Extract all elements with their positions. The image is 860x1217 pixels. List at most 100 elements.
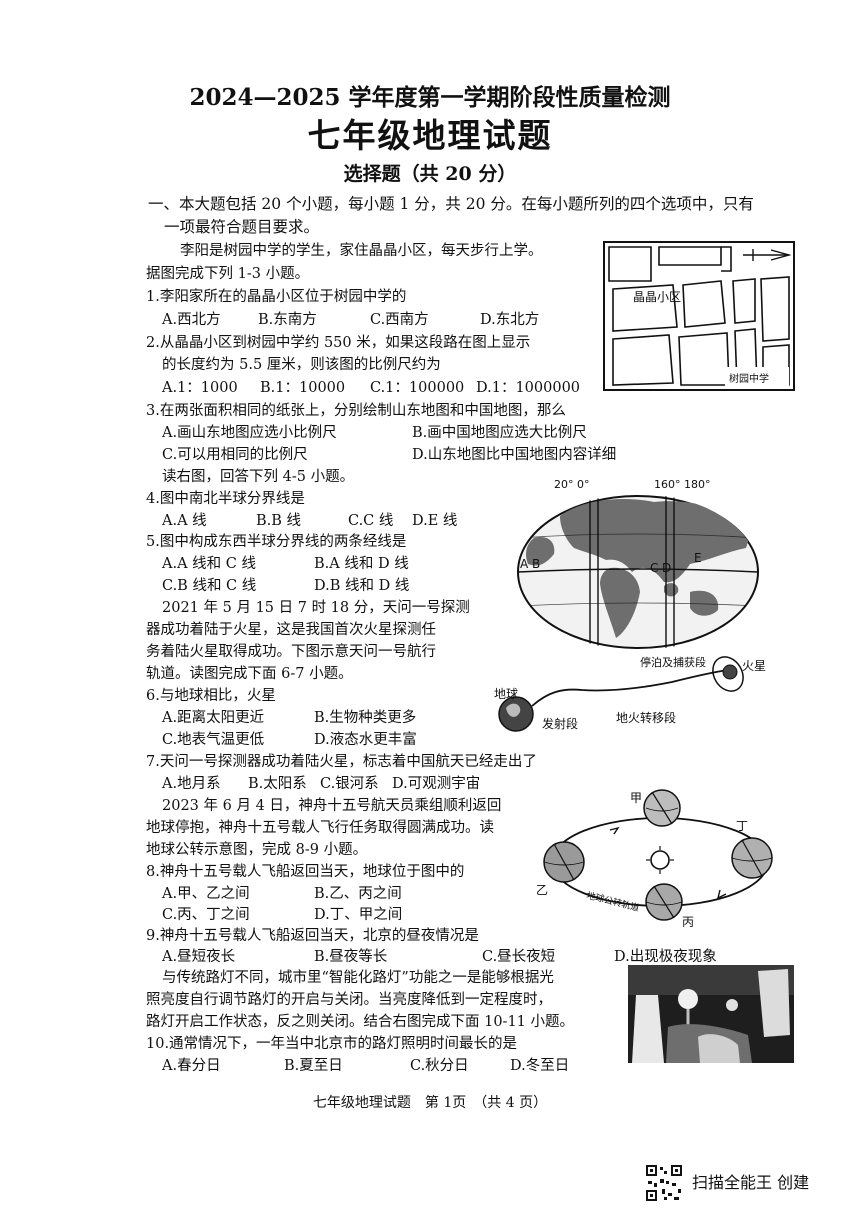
question-3-option-b[interactable]: B.画中国地图应选大比例尺 bbox=[412, 425, 587, 441]
label-parking-phase: 停泊及捕获段 bbox=[640, 655, 706, 669]
label-bing: 丙 bbox=[682, 915, 694, 928]
question-4-option-d[interactable]: D.E 线 bbox=[412, 513, 458, 529]
question-5-option-b[interactable]: B.A 线和 D 线 bbox=[314, 556, 409, 572]
exam-title: 2024—2025 学年度第一学期阶段性质量检测 bbox=[189, 84, 671, 111]
question-2-stem-line1: 2.从晶晶小区到树园中学约 550 米，如果这段路在图上显示 bbox=[146, 335, 531, 351]
question-3-option-d[interactable]: D.山东地图比中国地图内容详细 bbox=[412, 447, 617, 463]
question-7-option-d[interactable]: D.可观测宇宙 bbox=[392, 776, 481, 792]
qr-code-icon bbox=[644, 1163, 684, 1203]
question-2-option-d[interactable]: D.1：1000000 bbox=[476, 380, 581, 396]
line-e-equator bbox=[518, 568, 758, 573]
question-10-option-c[interactable]: C.秋分日 bbox=[410, 1058, 469, 1074]
passage-1-line2: 据图完成下列 1-3 小题。 bbox=[146, 266, 310, 282]
passage-1-line1: 李阳是树园中学的学生，家住晶晶小区，每天步行上学。 bbox=[180, 243, 543, 259]
passage-3-line3: 务着陆火星取得成功。下图示意天问一号航行 bbox=[146, 644, 436, 660]
question-8-option-d[interactable]: D.丁、甲之间 bbox=[314, 907, 403, 923]
question-5-option-d[interactable]: D.B 线和 D 线 bbox=[314, 578, 410, 594]
globe-figure: 20° 0° 160° 180° A B C D E bbox=[517, 478, 759, 650]
question-9-option-c[interactable]: C.昼长夜短 bbox=[482, 949, 556, 965]
question-2-option-a[interactable]: A.1：1000 bbox=[162, 380, 238, 396]
label-ding: 丁 bbox=[736, 819, 748, 833]
question-1-option-d[interactable]: D.东北方 bbox=[480, 312, 540, 328]
question-7-option-b[interactable]: B.太阳系 bbox=[248, 776, 307, 792]
map-label-school: 树园中学 bbox=[729, 372, 769, 385]
label-orbit: 地球公转轨道 bbox=[585, 889, 640, 914]
question-7-option-c[interactable]: C.银河系 bbox=[320, 776, 379, 792]
question-9-option-b[interactable]: B.昼夜等长 bbox=[314, 949, 388, 965]
question-8-option-a[interactable]: A.甲、乙之间 bbox=[162, 886, 250, 902]
question-9-option-d[interactable]: D.出现极夜现象 bbox=[614, 949, 717, 965]
question-3-option-c[interactable]: C.可以用相同的比例尺 bbox=[162, 447, 308, 463]
question-4-stem: 4.图中南北半球分界线是 bbox=[146, 491, 305, 507]
label-yi: 乙 bbox=[536, 883, 548, 897]
question-2-option-c[interactable]: C.1：100000 bbox=[370, 380, 465, 396]
question-7-stem: 7.天问一号探测器成功着陆火星，标志着中国航天已经走出了 bbox=[146, 754, 537, 770]
earth-position-bing bbox=[645, 883, 683, 921]
question-4-option-c[interactable]: C.C 线 bbox=[348, 513, 394, 529]
instructions-line2: 一项最符合题目要求。 bbox=[164, 218, 320, 236]
question-8-option-b[interactable]: B.乙、丙之间 bbox=[314, 886, 402, 902]
earth-position-yi bbox=[543, 841, 585, 883]
question-1-option-b[interactable]: B.东南方 bbox=[258, 312, 317, 328]
label-transfer-phase: 地火转移段 bbox=[616, 710, 676, 725]
instructions-line1: 一、本大题包括 20 个小题，每小题 1 分，共 20 分。在每小题所列的四个选… bbox=[148, 195, 754, 213]
passage-3-line1: 2021 年 5 月 15 日 7 时 18 分，天问一号探测 bbox=[162, 600, 470, 616]
question-5-option-a[interactable]: A.A 线和 C 线 bbox=[162, 556, 256, 572]
question-1-option-c[interactable]: C.西南方 bbox=[370, 312, 429, 328]
passage-5-line3: 路灯开启工作状态，反之则关闭。结合右图完成下面 10-11 小题。 bbox=[146, 1014, 575, 1030]
earth-position-jia bbox=[643, 789, 681, 827]
passage-5-line1: 与传统路灯不同，城市里“智能化路灯”功能之一是能够根据光 bbox=[162, 970, 554, 986]
north-arrow-icon bbox=[743, 249, 792, 261]
question-6-option-b[interactable]: B.生物种类更多 bbox=[314, 710, 417, 726]
street-map-figure: 晶晶小区 树园中学 bbox=[603, 241, 795, 391]
mars-trajectory-figure: 地球 发射段 地火转移段 停泊及捕获段 火星 bbox=[494, 655, 766, 732]
label-mars: 火星 bbox=[742, 659, 766, 673]
question-6-stem: 6.与地球相比，火星 bbox=[146, 688, 276, 704]
question-5-option-c[interactable]: C.B 线和 C 线 bbox=[162, 578, 257, 594]
question-8-option-c[interactable]: C.丙、丁之间 bbox=[162, 907, 250, 923]
line-label-d: D bbox=[662, 561, 671, 575]
sun-icon bbox=[646, 846, 674, 874]
map-label-district: 晶晶小区 bbox=[633, 290, 681, 304]
question-4-option-a[interactable]: A.A 线 bbox=[162, 513, 207, 529]
question-3-option-a[interactable]: A.画山东地图应选小比例尺 bbox=[162, 425, 337, 441]
earth-position-ding bbox=[731, 837, 773, 879]
line-label-a: A bbox=[520, 557, 529, 571]
question-10-option-a[interactable]: A.春分日 bbox=[162, 1058, 221, 1074]
question-6-option-c[interactable]: C.地表气温更低 bbox=[162, 732, 265, 748]
earth-revolution-figure: 甲 乙 丙 丁 地球公转轨道 bbox=[536, 789, 773, 928]
section-title: 选择题（共 20 分） bbox=[343, 163, 517, 185]
longitude-label-160e-180: 160° 180° bbox=[654, 478, 711, 491]
question-9-option-a[interactable]: A.昼短夜长 bbox=[162, 949, 236, 965]
question-3-stem: 3.在两张面积相同的纸张上，分别绘制山东地图和中国地图，那么 bbox=[146, 403, 566, 419]
passage-2-line1: 读右图，回答下列 4-5 小题。 bbox=[162, 469, 355, 485]
question-1-option-a[interactable]: A.西北方 bbox=[162, 312, 221, 328]
question-10-option-b[interactable]: B.夏至日 bbox=[284, 1058, 343, 1074]
longitude-label-20w-0: 20° 0° bbox=[554, 478, 590, 491]
line-label-e: E bbox=[694, 551, 702, 565]
passage-4-line3: 地球公转示意图，完成 8-9 小题。 bbox=[146, 842, 368, 858]
line-label-b: B bbox=[532, 557, 540, 571]
label-earth: 地球 bbox=[494, 687, 518, 701]
question-9-stem: 9.神舟十五号载人飞船返回当天，北京的昼夜情况是 bbox=[146, 928, 479, 944]
passage-3-line4: 轨道。读图完成下面 6-7 小题。 bbox=[146, 666, 353, 682]
passage-4-line2: 地球停抱，神舟十五号载人飞行任务取得圆满成功。读 bbox=[146, 820, 494, 836]
scanner-brand-label: 扫描全能王 创建 bbox=[692, 1173, 810, 1192]
transfer-trajectory bbox=[531, 669, 729, 707]
label-launch-phase: 发射段 bbox=[542, 716, 578, 731]
page-footer: 七年级地理试题 第 1页 （共 4 页） bbox=[312, 1095, 548, 1111]
question-2-option-b[interactable]: B.1：10000 bbox=[260, 380, 346, 396]
label-jia: 甲 bbox=[630, 791, 642, 805]
question-8-stem: 8.神舟十五号载人飞船返回当天，地球位于图中的 bbox=[146, 864, 465, 880]
passage-3-line2: 器成功着陆于火星，这是我国首次火星探测任 bbox=[146, 622, 436, 638]
question-6-option-d[interactable]: D.液态水更丰富 bbox=[314, 732, 417, 748]
question-6-option-a[interactable]: A.距离太阳更近 bbox=[162, 710, 265, 726]
passage-5-line2: 照亮度自行调节路灯的开启与关闭。当亮度降低到一定程度时， bbox=[146, 992, 552, 1008]
question-4-option-b[interactable]: B.B 线 bbox=[256, 513, 302, 529]
question-10-option-d[interactable]: D.冬至日 bbox=[510, 1058, 570, 1074]
question-5-stem: 5.图中构成东西半球分界线的两条经线是 bbox=[146, 534, 407, 550]
exam-subject-title: 七年级地理试题 bbox=[307, 116, 553, 155]
question-7-option-a[interactable]: A.地月系 bbox=[162, 776, 221, 792]
passage-4-line1: 2023 年 6 月 4 日，神舟十五号航天员乘组顺利返回 bbox=[162, 798, 502, 814]
question-10-stem: 10.通常情况下，一年当中北京市的路灯照明时间最长的是 bbox=[146, 1036, 518, 1052]
